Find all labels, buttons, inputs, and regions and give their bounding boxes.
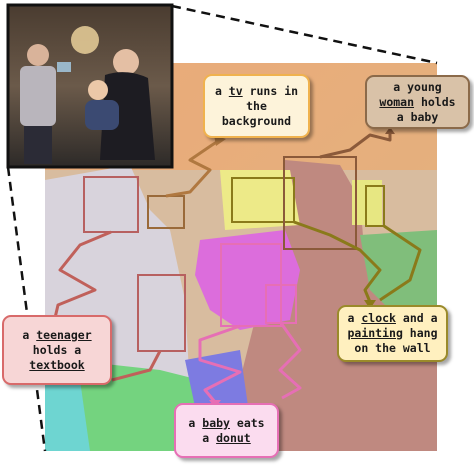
caption-teenager-text: a teenager holds a textbook: [22, 327, 92, 372]
caption-tv: a tv runs in the background: [203, 74, 310, 138]
segment-tv: [220, 170, 300, 230]
arrow-baby: [198, 324, 242, 403]
keyword-woman: woman: [379, 94, 415, 109]
caption-woman-text: a young woman holds a baby: [379, 79, 456, 124]
caption-woman: a young woman holds a baby: [365, 75, 470, 129]
zoom-lines: [6, 4, 438, 452]
inset-photo: [6, 3, 174, 169]
caption-baby-text: a baby eats a donut: [188, 415, 265, 445]
caption-teenager: a teenager holds a textbook: [2, 315, 112, 385]
arrow-woman: [319, 132, 392, 159]
segment-chair: [45, 380, 90, 451]
arrowhead-clock: [364, 300, 376, 309]
bbox-clock: [365, 185, 385, 227]
keyword-clock: clock: [361, 311, 396, 325]
arrow-painting: [293, 220, 382, 303]
bbox-painting: [231, 177, 295, 223]
keyword-tv: tv: [228, 83, 243, 98]
bounding-boxes: [83, 156, 385, 352]
arrow-clock: [379, 224, 422, 302]
keyword-teenager: teenager: [36, 327, 92, 342]
keyword-baby: baby: [202, 415, 230, 430]
caption-clock: a clock and a painting hang on the wall: [337, 305, 448, 362]
arrow-donut: [278, 322, 302, 400]
arrow-textbook: [111, 350, 162, 382]
caption-baby: a baby eats a donut: [174, 403, 279, 458]
caption-tv-text: a tv runs in the background: [214, 83, 299, 128]
keyword-painting: painting: [347, 326, 403, 340]
arrow-teenager: [53, 230, 112, 319]
keyword-donut: donut: [216, 430, 251, 445]
bbox-textbook: [137, 274, 186, 352]
arrow-tv: [165, 138, 221, 198]
keyword-textbook: textbook: [29, 357, 85, 372]
arrowhead-woman: [385, 127, 395, 134]
caption-clock-text: a clock and a painting hang on the wall: [347, 311, 438, 355]
